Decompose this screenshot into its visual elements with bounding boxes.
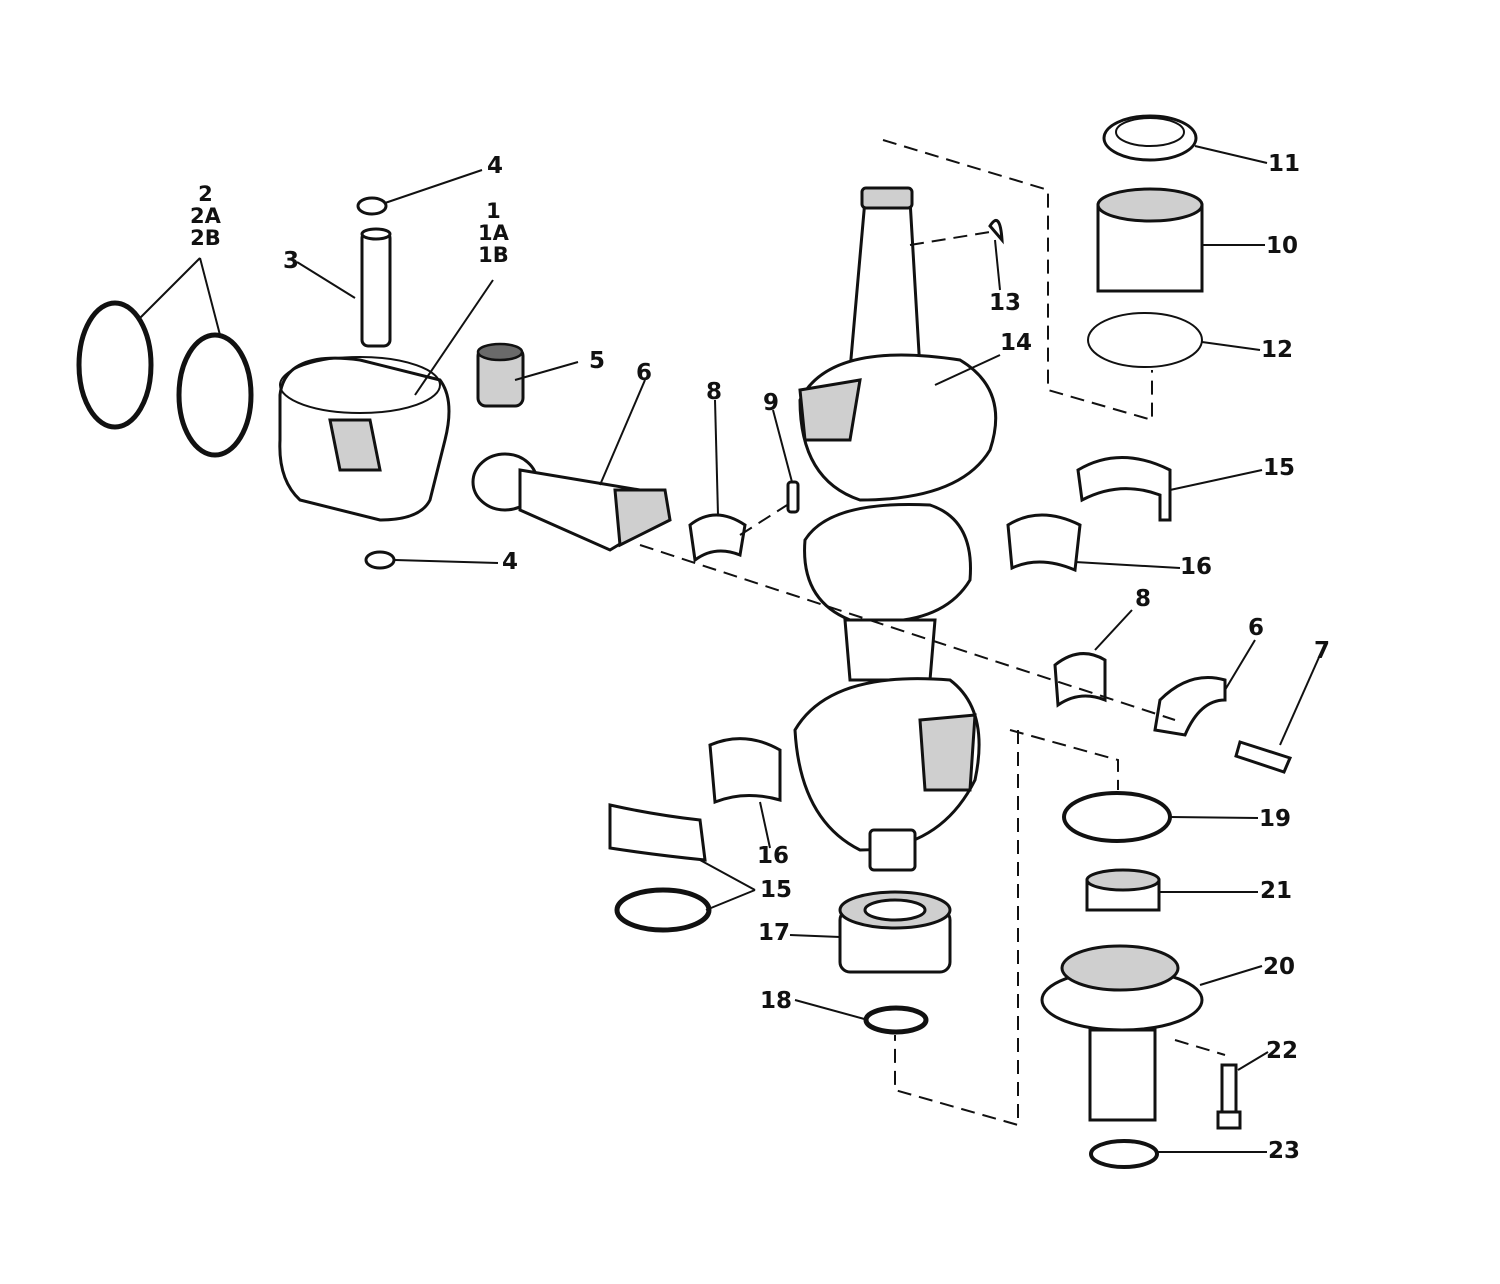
seal-21	[1085, 868, 1161, 912]
callout-2a: 2A	[190, 204, 221, 228]
callout-21: 21	[1260, 878, 1293, 904]
leader-lines	[139, 145, 1321, 1153]
crankshaft	[793, 186, 998, 872]
callout-1: 1	[486, 199, 501, 223]
callout-15-lower: 15	[760, 877, 793, 903]
o-ring-23	[1089, 1139, 1159, 1169]
callout-3: 3	[283, 248, 300, 274]
callout-20: 20	[1263, 954, 1296, 980]
callout-1b: 1B	[478, 243, 509, 267]
ball-bearing	[838, 890, 952, 974]
callout-12: 12	[1261, 337, 1294, 363]
callout-16-lower: 16	[757, 843, 790, 869]
retainer-top	[356, 196, 388, 216]
callout-10: 10	[1266, 233, 1299, 259]
callout-17: 17	[758, 920, 791, 946]
needle-cage-right	[1006, 513, 1082, 573]
callout-2: 2	[198, 182, 213, 206]
callout-1a: 1A	[478, 221, 509, 245]
callout-18: 18	[760, 988, 793, 1014]
callout-16-upper: 16	[1180, 554, 1213, 580]
main-bearing-half-upper	[1076, 456, 1172, 522]
snap-ring	[863, 1005, 929, 1035]
callout-4-top: 4	[487, 153, 504, 179]
callout-5: 5	[589, 348, 606, 374]
rod-cap	[1153, 676, 1227, 737]
callout-19: 19	[1259, 806, 1292, 832]
callout-11: 11	[1268, 151, 1301, 177]
needle-cage-lower-left	[708, 737, 782, 805]
bearing-cage-lower	[1053, 652, 1107, 708]
piston	[278, 356, 451, 522]
callout-23: 23	[1268, 1138, 1301, 1164]
callout-8-top: 8	[706, 379, 723, 405]
callout-7: 7	[1314, 638, 1331, 664]
callout-22: 22	[1266, 1038, 1299, 1064]
callout-14: 14	[1000, 330, 1033, 356]
housing-screw	[1216, 1063, 1242, 1130]
retainer-bottom	[364, 550, 396, 570]
o-ring-19	[1062, 791, 1172, 843]
connecting-rod	[471, 452, 672, 552]
bearing-cage-upper	[688, 513, 747, 563]
callout-1-group: 1 1A 1B	[478, 200, 509, 266]
callout-6-rod: 6	[636, 360, 653, 386]
piston-pin-bearing	[476, 342, 525, 408]
callout-2-group: 2 2A 2B	[190, 183, 221, 249]
piston-pin	[360, 227, 392, 348]
retaining-ring-lower	[614, 887, 712, 933]
main-bearing-half-lower	[608, 803, 707, 862]
callout-13: 13	[989, 290, 1022, 316]
dowel-pin	[786, 480, 800, 514]
upper-bearing-assembly	[1087, 114, 1204, 368]
woodruff-key	[988, 218, 1004, 245]
piston-rings	[76, 300, 254, 458]
callout-9: 9	[763, 390, 780, 416]
lower-bearing-housing	[1040, 944, 1204, 1122]
callout-2b: 2B	[190, 226, 221, 250]
callout-15-upper: 15	[1263, 455, 1296, 481]
callout-4-bottom: 4	[502, 549, 519, 575]
rod-cap-screw	[1234, 740, 1293, 774]
callout-6-cap: 6	[1248, 615, 1265, 641]
callout-8-lower: 8	[1135, 586, 1152, 612]
